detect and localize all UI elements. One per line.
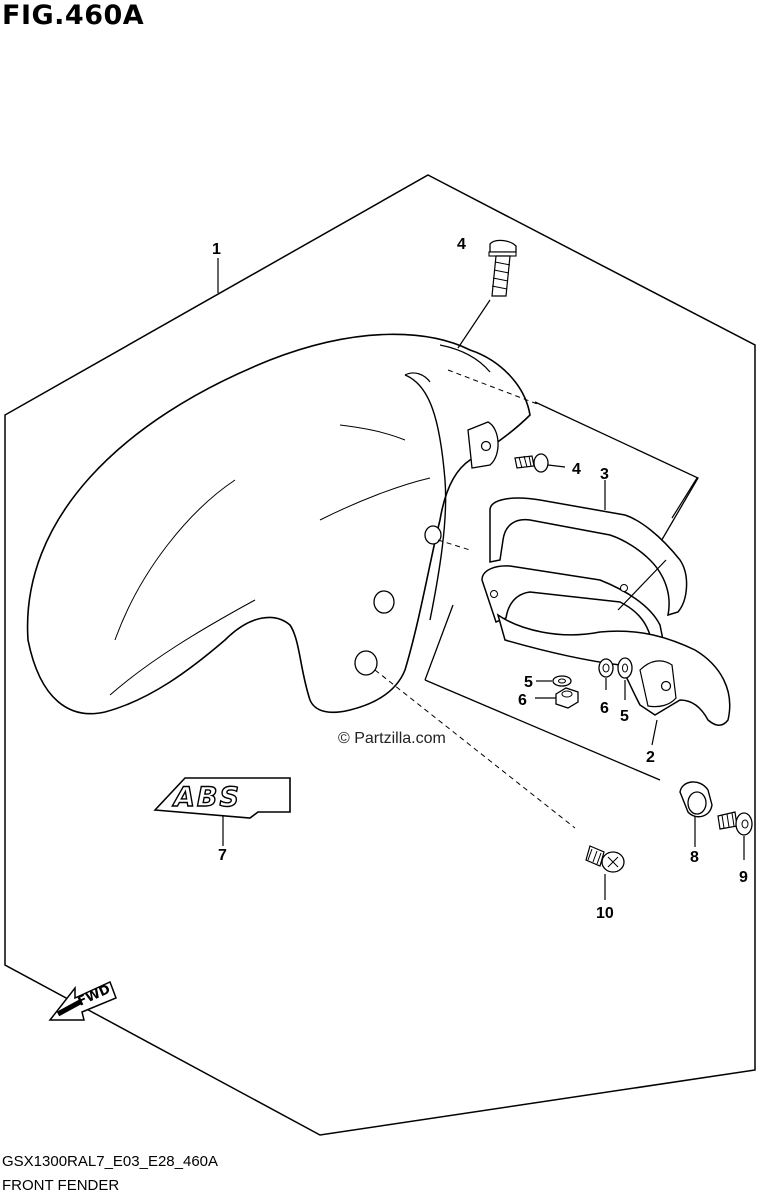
- callout-9: 9: [739, 869, 748, 886]
- callout-5-left: 5: [524, 674, 533, 691]
- callout-7: 7: [218, 847, 227, 864]
- figure-title: FIG.460A: [2, 0, 145, 31]
- bolt-part-9[interactable]: [717, 811, 753, 836]
- washer-part-5b[interactable]: [617, 657, 633, 679]
- washer-part-5a[interactable]: [552, 675, 572, 687]
- fender-brace-part[interactable]: [481, 497, 688, 643]
- callout-10: 10: [596, 905, 614, 922]
- bolt-part-10[interactable]: [585, 845, 625, 873]
- bracket-subassembly-frame: [424, 401, 699, 781]
- callout-2: 2: [646, 749, 655, 766]
- callout-8: 8: [690, 849, 699, 866]
- forward-direction-arrow[interactable]: FWD: [48, 980, 117, 1021]
- nut-part-6b[interactable]: [598, 658, 614, 678]
- model-code: GSX1300RAL7_E03_E28_460A: [2, 1153, 219, 1170]
- callout-6-right: 6: [600, 700, 609, 717]
- inner-fender-part[interactable]: [496, 613, 731, 726]
- watermark: © Partzilla.com: [338, 730, 446, 747]
- callout-5-right: 5: [620, 708, 629, 725]
- callout-3: 3: [600, 466, 609, 483]
- assembly-frame: [4, 174, 756, 1136]
- callout-4-top: 4: [457, 236, 466, 253]
- grommet-part-8[interactable]: [679, 781, 713, 818]
- screw-part-4a[interactable]: [488, 239, 517, 297]
- alignment-dashes: [374, 369, 576, 829]
- front-fender-part[interactable]: [26, 333, 531, 715]
- leader-lines: [217, 258, 745, 900]
- screw-part-4b[interactable]: [514, 453, 549, 473]
- callout-4-right: 4: [572, 461, 581, 478]
- abs-decal-part[interactable]: ABS: [153, 777, 291, 819]
- abs-decal-text: ABS: [172, 782, 241, 813]
- section-name: FRONT FENDER: [2, 1177, 120, 1194]
- callout-1: 1: [212, 241, 221, 258]
- nut-part-6a[interactable]: [555, 687, 579, 709]
- callout-6-left: 6: [518, 692, 527, 709]
